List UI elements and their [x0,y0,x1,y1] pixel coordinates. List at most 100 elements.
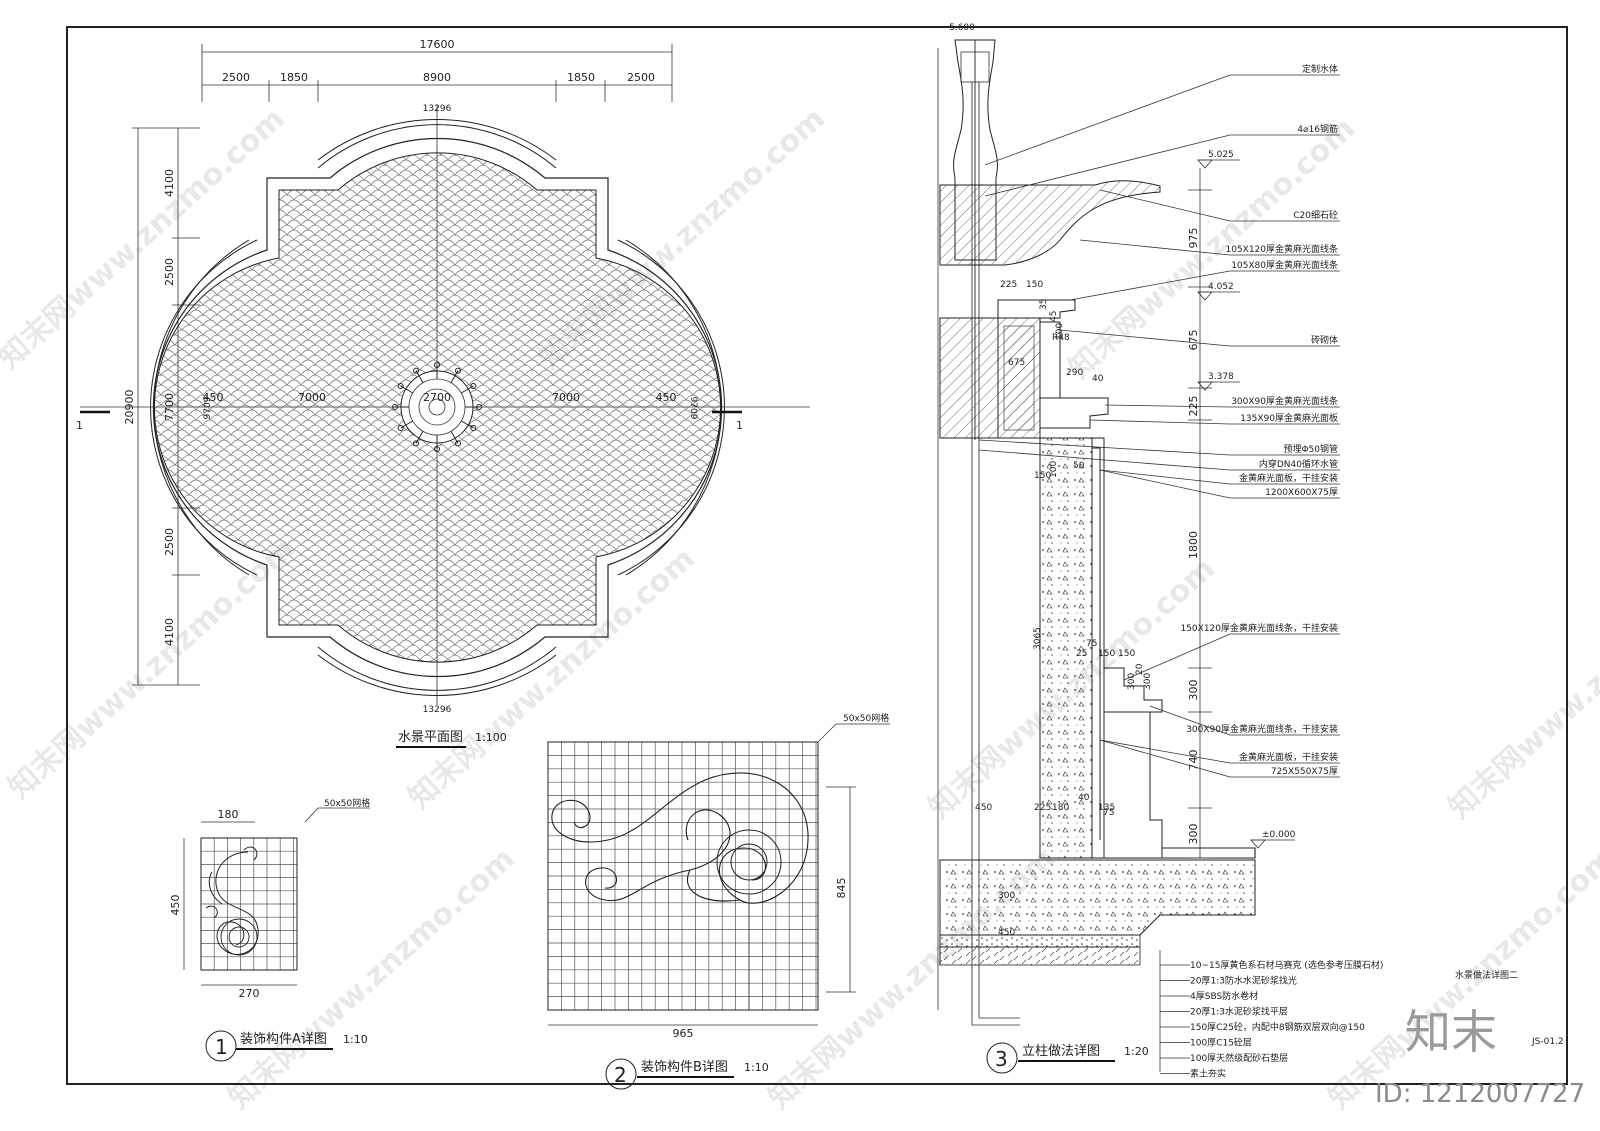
gravel-layer [939,934,1141,948]
plan-dim: 1850 [567,71,595,84]
soil-layer [939,946,1141,966]
callout-label: 定制水体 [1302,63,1338,75]
callout-label: C20细石砼 [1293,209,1338,221]
callout-label: 砖砌体 [1311,334,1338,346]
layer-label: 素土夯实 [1190,1068,1226,1080]
section-dim-small: 25 [1076,649,1087,659]
section-dim-small: 290 [1066,368,1083,378]
column-cap [939,180,1161,266]
section-dim-small: 20 [1135,663,1145,675]
layer-label: 20厚1:3防水水泥砂浆找光 [1190,975,1297,987]
section-dim-small: 3065 [1033,627,1043,650]
plan-dim: 13296 [423,104,452,114]
detail-b-title: 装饰构件B详图 [641,1060,728,1075]
section-dim-small: 50 [1073,461,1085,471]
fountain-plan: 17600 2500 1850 8900 1850 2500 20900 410… [76,38,810,748]
plan-dim: 9709 [203,396,213,419]
section-dim-small: 40 [1078,793,1090,803]
callout-label: 内穿DN40循环水管 [1259,458,1338,470]
callout-label: 4⌀16钢筋 [1297,123,1338,135]
detail-a-dim: 270 [239,987,260,1000]
fountain-jet-nozzle [455,367,461,374]
detail-a-dim: 450 [169,895,182,916]
elevation-mark: 5.600 [949,23,975,33]
central-fountain [392,362,482,452]
plan-dim: 2500 [627,71,655,84]
callout-label: 105X120厚金黄麻光面线条 [1225,243,1338,255]
svg-text:5.025: 5.025 [1208,150,1234,160]
basin-floor [1104,847,1256,859]
section-dim: 740 [1187,750,1200,771]
section-dim-small: 150 [1026,280,1043,290]
watermark: 知末网www.znzmo.com [2,531,302,806]
fountain-jet-nozzle [397,383,404,389]
section-dim-small: 300 [1127,673,1137,690]
sheet-number: JS-01.2 [1531,1037,1564,1047]
section-dim-small: 150 [1098,649,1115,659]
section-dim-small: 135 [1098,803,1115,813]
section-scale: 1:20 [1124,1045,1149,1058]
plan-dim: 13296 [423,705,452,715]
section-dim-small: 100 [1055,323,1065,340]
section-dim-small: 450 [998,928,1015,938]
section-title: 立柱做法详图 [1022,1044,1100,1059]
elevation-mark: 4.052 [1197,282,1240,301]
section-dim-small: 675 [1008,358,1025,368]
moulding [1039,397,1109,429]
section-dim-small: 35 [1039,299,1049,310]
detail-b-scale: 1:10 [744,1061,769,1074]
detail-b-number: 2 [614,1063,627,1087]
callout-label: 105X80厚金黄麻光面线条 [1231,259,1338,271]
watermark: 知末网www.znzmo.com [1442,551,1600,826]
fountain-jet-nozzle [470,383,477,389]
section-dim: 300 [1187,824,1200,845]
section-dim-small: 450 [975,803,992,813]
callout-label: 150X120厚金黄麻光面线条，干挂安装 [1180,622,1338,634]
section-dim: 300 [1187,680,1200,701]
fountain-jet-nozzle [392,404,398,410]
plan-dim: 2500 [163,258,176,286]
section-dim-small: 300 [1143,673,1153,690]
callout-label: 725X550X75厚 [1271,766,1338,777]
section-dim-small: 45 [1049,311,1059,322]
layer-label: 10~15厚黄色系石材马赛克 (选色参考压膜石材) [1190,959,1383,971]
fountain-jet-nozzle [476,404,482,410]
detail-b: 50x50网格 845 965 2 装饰构件B详图 1:10 [547,712,890,1090]
elevation-mark: 5.025 [1197,150,1240,169]
detail-a-number: 1 [215,1035,228,1059]
section-dim-small: 40 [1092,374,1104,384]
callout-label: 135X90厚金黄麻光面板 [1240,412,1338,424]
section-dim-small: 75 [1103,808,1114,818]
callout-label: 金黄麻光面板，干挂安装 [1239,472,1338,484]
fountain-jet-nozzle [397,425,404,431]
plan-dim-total: 17600 [420,38,455,51]
detail-a-dim: 180 [218,808,239,821]
detail-b-grid-label: 50x50网格 [843,712,889,724]
plan-title: 水景平面图 [398,730,463,745]
section-dim: 225 [1187,396,1200,417]
section-dims-right [1188,168,1212,859]
section-dim-small: 150 [1034,471,1051,481]
plan-dim: 7000 [552,391,580,404]
section-dim-small: 180 [1052,803,1069,813]
plan-dim: 450 [203,391,224,404]
section-dim: 975 [1187,228,1200,249]
svg-text:±0.000: ±0.000 [1262,830,1296,840]
layer-label: 100厚天然级配砂石垫层 [1190,1052,1288,1064]
detail-a-scale: 1:10 [343,1033,368,1046]
plan-dim: 9709 [688,397,698,420]
section-dim-small: 300 [998,891,1015,901]
callout-label: 1200X600X75厚 [1265,487,1338,498]
plan-dim: 450 [656,391,677,404]
moulding [997,299,1076,319]
plan-dim: 4100 [163,618,176,646]
plan-dim: 7000 [298,391,326,404]
detail-b-dim: 965 [673,1027,694,1040]
fountain-jet-nozzle [413,440,419,447]
fountain-jet-nozzle [434,362,440,368]
detail-a-grid [200,837,297,971]
section-dim-small: 100 [1049,461,1059,478]
plan-dim: 2500 [163,528,176,556]
plan-dim: 2700 [423,391,451,404]
